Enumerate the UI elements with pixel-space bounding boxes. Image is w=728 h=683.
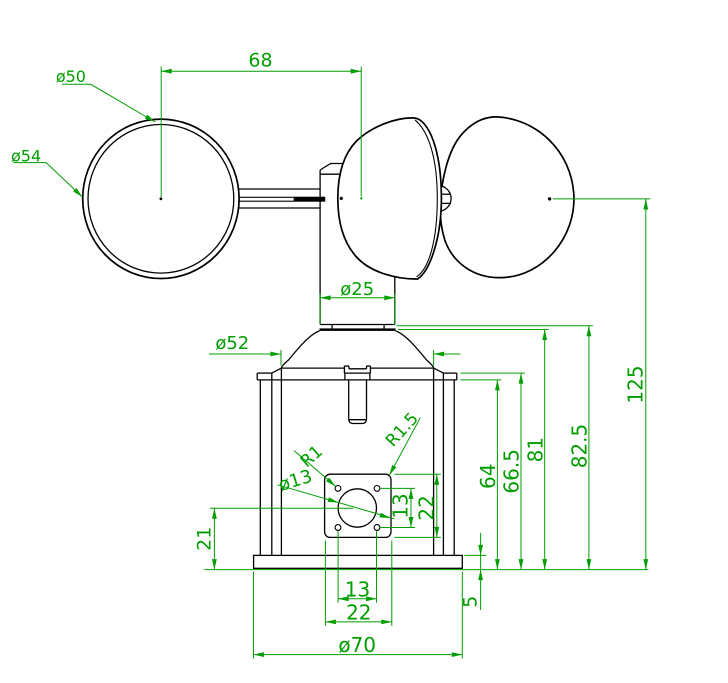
center-stud	[348, 379, 368, 425]
dim-bell-dia	[209, 349, 461, 366]
dim-height-flange-top	[460, 372, 525, 570]
label-arm-span: 68	[248, 50, 272, 72]
label-height-flange-bottom: 64	[476, 464, 500, 489]
dim-corner-radius	[388, 417, 421, 476]
label-cup-inner-dia: ø50	[56, 67, 86, 86]
dim-base-dia	[253, 571, 463, 659]
dim-small-hole-radius	[293, 450, 336, 487]
dim-hole-spacing-vertical	[379, 487, 415, 528]
dim-height-bell-top	[398, 329, 549, 570]
body-walls	[259, 368, 455, 556]
label-hole-spacing-horizontal: 13	[345, 578, 370, 602]
dim-total-height	[552, 198, 651, 570]
dim-mast-dia	[319, 293, 396, 325]
dim-cup-inner	[61, 83, 156, 123]
dimensions	[13, 66, 651, 659]
dim-cup-outer	[13, 162, 83, 198]
label-height-mast-bottom: 82.5	[568, 424, 592, 469]
mast-bottom-washer	[319, 328, 396, 331]
dim-height-mast-bottom	[396, 325, 593, 570]
dim-plate-width	[324, 540, 393, 626]
dim-hole-spacing-horizontal	[337, 531, 377, 603]
label-total-height: 125	[624, 365, 648, 403]
left-arm	[234, 188, 326, 209]
label-base-dia: ø70	[338, 633, 376, 657]
label-hole-spacing-vertical: 13	[389, 493, 413, 518]
bell-housing	[280, 330, 435, 369]
corner-hole	[334, 524, 342, 531]
flange-notch	[343, 365, 372, 380]
dim-plate-height	[394, 473, 441, 538]
middle-cup	[336, 117, 443, 280]
right-cup	[439, 116, 575, 279]
label-height-bell-top: 81	[523, 437, 547, 462]
label-height-flange-top: 66.5	[500, 449, 524, 494]
dim-height-flange-bottom	[460, 379, 502, 570]
center-marks	[159, 196, 552, 201]
label-base-thickness: 5	[460, 596, 482, 608]
dim-center-hole-dia	[277, 484, 395, 520]
label-plate-width: 22	[346, 601, 371, 625]
label-corner-radius: R1.5	[382, 409, 423, 451]
dim-arm-span	[160, 66, 363, 200]
corner-hole	[334, 484, 342, 492]
label-plate-height: 22	[415, 495, 439, 520]
dim-base-thickness	[464, 533, 487, 610]
top-flange	[256, 365, 458, 381]
label-cup-outer-dia: ø54	[11, 147, 41, 166]
label-mast-dia: ø25	[340, 279, 374, 300]
part-geometry	[81, 116, 575, 569]
dim-hole-center-height	[210, 507, 354, 570]
label-bell-dia: ø52	[215, 333, 249, 354]
base-plate	[252, 554, 463, 569]
label-hole-center-height: 21	[193, 527, 215, 551]
